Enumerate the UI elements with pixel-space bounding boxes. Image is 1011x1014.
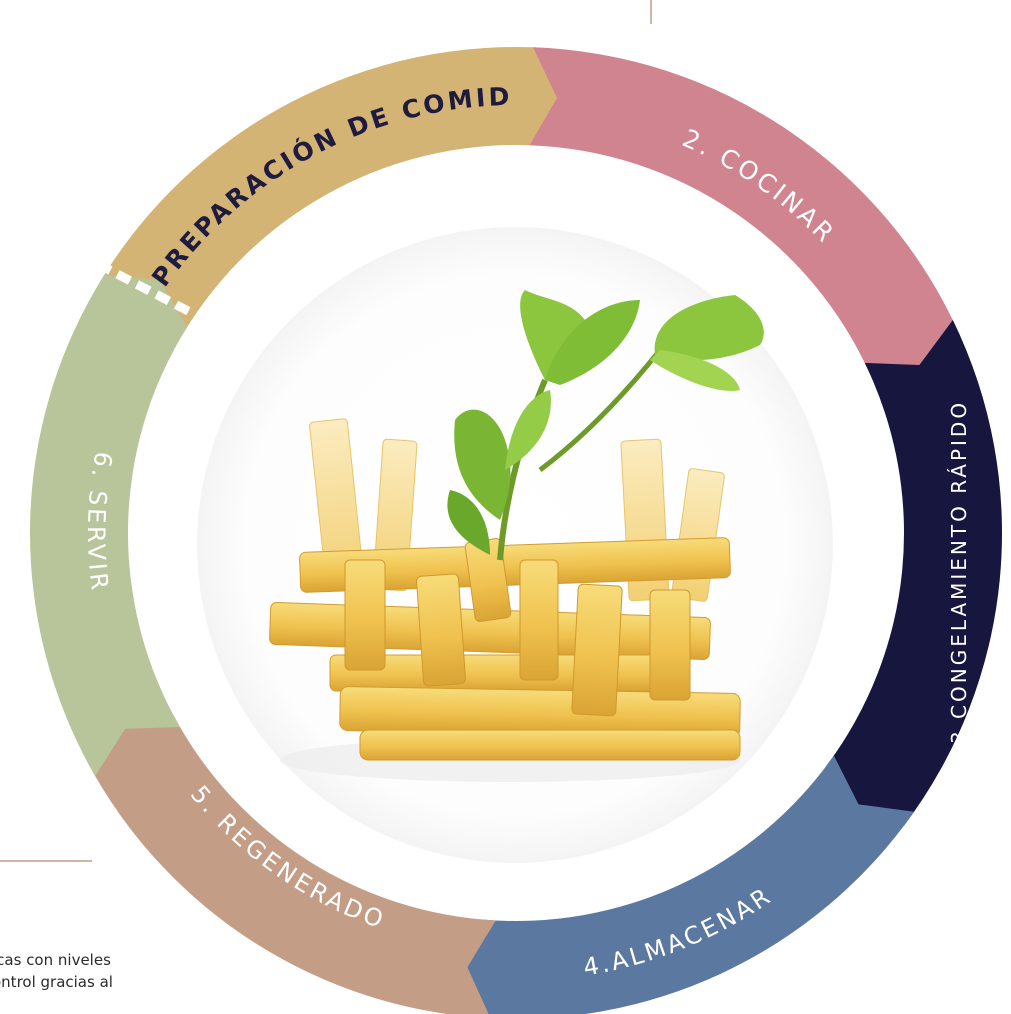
caption-text: icas con niveles ontrol gracias al	[0, 949, 240, 993]
step-segment-1	[99, 47, 573, 334]
step-segment-3	[825, 319, 1002, 826]
step-label-6: 6. SERVIR	[82, 449, 118, 594]
step-segment-6	[29, 275, 187, 776]
cycle-ring	[29, 47, 1002, 1014]
caption-line-1: icas con niveles	[0, 951, 111, 969]
fries-with-parsley-image	[197, 227, 833, 863]
segment-separator-dashes	[95, 260, 193, 316]
step-segment-2	[529, 47, 960, 380]
caption-line-2: ontrol gracias al	[0, 973, 113, 991]
parsley-garnish	[447, 290, 764, 561]
step-segment-4	[452, 755, 915, 1014]
step-segment-5	[86, 715, 496, 1014]
step-label-3: 3.CONGELAMIENTO RÁPIDO	[947, 400, 971, 744]
